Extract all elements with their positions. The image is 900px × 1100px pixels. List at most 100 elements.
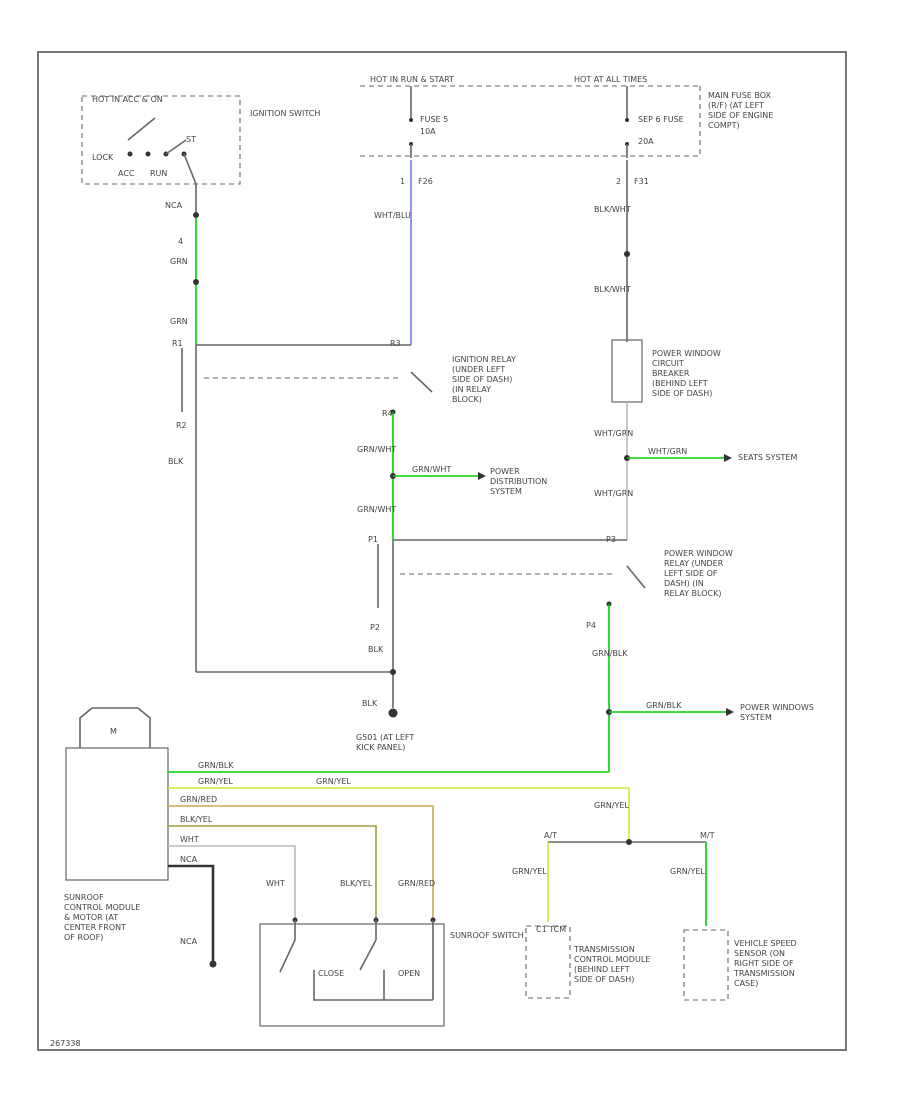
- ignition-switch-label: IGNITION SWITCH: [250, 109, 320, 118]
- blk-wht-label-1: BLK/WHT: [594, 205, 631, 214]
- diagram-frame: [37, 51, 847, 1051]
- tcm-connector-label: C1 TCM: [536, 925, 566, 934]
- wire-grn-red-module: [168, 805, 434, 918]
- st-label: ST: [186, 135, 196, 144]
- grn-label-2: GRN: [170, 317, 188, 326]
- lock-label: LOCK: [92, 153, 114, 162]
- pin1-label: 1: [400, 177, 405, 186]
- pin4-label: 4: [178, 237, 183, 246]
- ignition-switch-contacts: [127, 117, 197, 185]
- splice-blk-ground: [390, 669, 396, 675]
- grn-yel-mt-label: GRN/YEL: [670, 867, 705, 876]
- sunroof-switch-box: [259, 923, 445, 1027]
- wht-switch-label: WHT: [266, 879, 285, 888]
- grn-blk-wire-label: GRN/BLK: [198, 761, 234, 770]
- connector-c1: [193, 212, 199, 218]
- acc-label: ACC: [118, 169, 135, 178]
- arrow-power-windows: [726, 708, 734, 716]
- blk-label-left: BLK: [168, 457, 184, 466]
- motor-symbol: [79, 707, 151, 748]
- f26-label: F26: [418, 177, 433, 186]
- ground-g501: [388, 708, 398, 718]
- vss-box: [683, 929, 729, 1001]
- tcm-box: [525, 925, 571, 999]
- wire-blk-yel-module: [168, 825, 377, 918]
- grn-label-1: GRN: [170, 257, 188, 266]
- r1-label: R1: [172, 339, 183, 348]
- grn-red-wire-label: GRN/RED: [180, 795, 217, 804]
- close-label: CLOSE: [318, 969, 344, 978]
- r4-label: R4: [382, 409, 393, 418]
- grn-red-switch-label: GRN/RED: [398, 879, 435, 888]
- splice-grn: [193, 279, 199, 285]
- p3-label: P3: [606, 535, 616, 544]
- diagram-code: 267338: [50, 1039, 81, 1048]
- sub-fuse-symbol: [625, 86, 629, 158]
- pin2-label: 2: [616, 177, 621, 186]
- sunroof-switch-label: SUNROOF SWITCH: [450, 931, 524, 940]
- grn-wht-arrow-label: GRN/WHT: [412, 465, 451, 474]
- arrow-seats: [724, 454, 732, 462]
- run-label: RUN: [150, 169, 167, 178]
- wht-wire-label: WHT: [180, 835, 199, 844]
- r2-label: R2: [176, 421, 187, 430]
- power-window-relay-arm: [626, 565, 646, 589]
- sunroof-control-module: [65, 747, 169, 881]
- fuse5-symbol: [409, 86, 413, 158]
- arrow-power-distribution: [478, 472, 486, 480]
- grn-yel-wire-label-right: GRN/YEL: [316, 777, 351, 786]
- at-label: A/T: [544, 831, 557, 840]
- nca-top-label: NCA: [165, 201, 183, 210]
- blk-label-mid: BLK: [368, 645, 384, 654]
- sub-fuse-amp-label: 20A: [638, 137, 654, 146]
- fuse5-amp-label: 10A: [420, 127, 436, 136]
- open-label: OPEN: [398, 969, 420, 978]
- wht-grn-label-2: WHT/GRN: [594, 489, 633, 498]
- blk-yel-switch-label: BLK/YEL: [340, 879, 373, 888]
- p1-label: P1: [368, 535, 378, 544]
- sub-fuse-label: SEP 6 FUSE: [638, 115, 684, 124]
- wht-grn-label-1: WHT/GRN: [594, 429, 633, 438]
- hot-at-all-times-label: HOT AT ALL TIMES: [574, 75, 647, 84]
- grn-wht-label-2: GRN/WHT: [357, 505, 396, 514]
- grn-blk-label: GRN/BLK: [592, 649, 628, 658]
- blk-label-ground: BLK: [362, 699, 378, 708]
- grn-blk-arrow-label: GRN/BLK: [646, 701, 682, 710]
- f31-label: F31: [634, 177, 649, 186]
- blk-wht-label-2: BLK/WHT: [594, 285, 631, 294]
- p4-label: P4: [586, 621, 596, 630]
- grn-yel-at-label: GRN/YEL: [512, 867, 547, 876]
- nca-bottom-label: NCA: [180, 937, 198, 946]
- hot-in-acc-on-label: HOT IN ACC & ON: [92, 95, 163, 104]
- power-window-cb: [611, 339, 643, 403]
- grn-yel-wire-label: GRN/YEL: [198, 777, 233, 786]
- grn-wht-label-1: GRN/WHT: [357, 445, 396, 454]
- wht-grn-arrow-label: WHT/GRN: [648, 447, 687, 456]
- splice-at-mt: [626, 839, 632, 845]
- splice-blk-wht: [624, 251, 630, 257]
- ignition-relay-arm: [410, 371, 433, 393]
- fuse5-label: FUSE 5: [420, 115, 448, 124]
- wht-blu-label: WHT/BLU: [374, 211, 411, 220]
- ignition-switch-box: [81, 95, 241, 185]
- motor-m-label: M: [110, 727, 117, 736]
- seats-system-label: SEATS SYSTEM: [738, 453, 797, 462]
- wire-wht-module: [168, 845, 296, 918]
- nca-wire-label: NCA: [180, 855, 198, 864]
- mt-label: M/T: [700, 831, 715, 840]
- wire-nca-module: [168, 864, 215, 962]
- sunroof-switch-contacts: [279, 917, 436, 1001]
- nca-bottom-dot: [209, 960, 217, 968]
- r3-label: R3: [390, 339, 401, 348]
- p2-label: P2: [370, 623, 380, 632]
